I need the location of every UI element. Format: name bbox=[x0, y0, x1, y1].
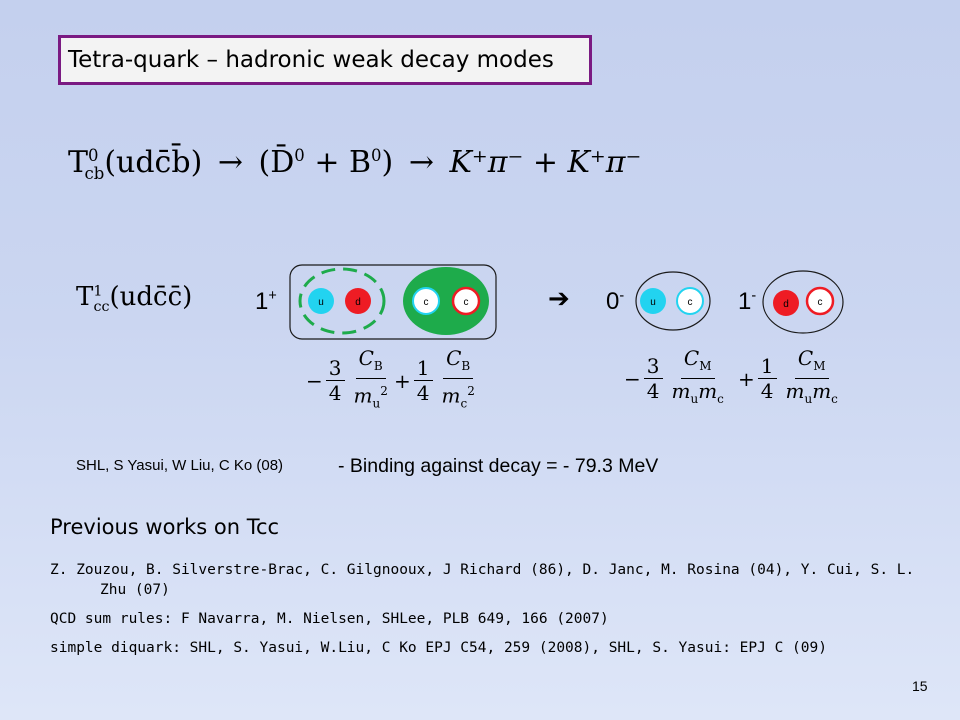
eq-lhs-content: (udc̄b̄) bbox=[104, 145, 203, 180]
formula-4-coef-num: 1 bbox=[757, 354, 777, 379]
quark-u-letter: u bbox=[318, 297, 324, 308]
formula-2-sign: + bbox=[394, 368, 411, 393]
reference-line: SHL, S Yasui, W Liu, C Ko (08) bbox=[76, 457, 284, 474]
formula-2-coef-den: 4 bbox=[416, 381, 430, 406]
meson-0minus-ring bbox=[635, 271, 711, 331]
formula-4-coef-den: 4 bbox=[760, 379, 774, 403]
state-0minus-sup: - bbox=[619, 288, 625, 304]
tcc-label: T1cc(udc̄c̄) bbox=[76, 282, 193, 316]
meson2-c-letter: c bbox=[818, 297, 823, 308]
tcc-sub: cc bbox=[93, 299, 110, 316]
meson1-quark-c bbox=[676, 287, 704, 315]
meson2-quark-c bbox=[805, 286, 835, 316]
meson-1minus-ring bbox=[762, 270, 844, 334]
meson2-d-letter: d bbox=[783, 299, 789, 310]
quark-c2 bbox=[451, 286, 481, 316]
state-1minus-base: 1 bbox=[738, 288, 752, 315]
meson2-quark-d bbox=[773, 290, 799, 316]
state-1plus-base: 1 bbox=[255, 288, 269, 315]
page-number: 15 bbox=[912, 678, 928, 694]
quark-d bbox=[345, 288, 371, 314]
formula-3-coef-den: 4 bbox=[646, 379, 660, 403]
formula-2-coef-num: 1 bbox=[413, 356, 433, 382]
formula-3-coef-num: 3 bbox=[643, 354, 663, 379]
reference-item: simple diquark: SHL, S. Yasui, W.Liu, C … bbox=[50, 640, 827, 656]
meson1-c-letter: c bbox=[688, 297, 693, 308]
decay-arrow-icon: ➔ bbox=[548, 284, 570, 314]
eq-arrow-2: → bbox=[408, 145, 434, 180]
quark-d-letter: d bbox=[355, 297, 361, 308]
tcc-sup: 1 bbox=[93, 283, 103, 300]
reference-item: QCD sum rules: F Navarra, M. Nielsen, SH… bbox=[50, 611, 609, 627]
meson1-u-letter: u bbox=[650, 297, 656, 308]
eq-lhs-sub: cb bbox=[84, 164, 105, 183]
state-1minus-label: 1- bbox=[738, 288, 756, 316]
slide-title: Tetra-quark – hadronic weak decay modes bbox=[58, 35, 592, 85]
slide-title-text: Tetra-quark – hadronic weak decay modes bbox=[68, 47, 554, 73]
eq-arrow-1: → bbox=[217, 145, 243, 180]
state-0minus-label: 0- bbox=[606, 288, 624, 316]
binding-energy: - Binding against decay = - 79.3 MeV bbox=[338, 455, 659, 477]
quark-c1 bbox=[412, 287, 440, 315]
tcc-base: T bbox=[76, 282, 94, 312]
eq-lhs: T bbox=[68, 145, 89, 180]
formula-3-sign: − bbox=[624, 366, 641, 391]
previous-works-heading: Previous works on Tcc bbox=[50, 515, 280, 539]
state-1minus-sup: - bbox=[751, 288, 757, 304]
decay-equation: T0cb(udc̄b̄) → (D̄0 + B0) → K⁺π⁻ + K⁺π⁻ bbox=[68, 145, 642, 183]
eq-final: K⁺π⁻ + K⁺π⁻ bbox=[449, 145, 642, 180]
formula-1-sign: − bbox=[306, 368, 323, 393]
formula-1-coef-num: 3 bbox=[325, 356, 345, 382]
formula-1-coef-den: 4 bbox=[328, 381, 342, 406]
meson1-quark-u bbox=[640, 288, 666, 314]
state-1plus-label: 1+ bbox=[255, 288, 277, 316]
state-1plus-sup: + bbox=[268, 288, 277, 304]
eq-middle-sup: 0 bbox=[294, 146, 305, 165]
quark-c1-letter: c bbox=[424, 297, 429, 308]
eq-middle: (D̄ bbox=[258, 145, 295, 180]
formula-4-sign: + bbox=[738, 366, 755, 391]
quark-u bbox=[308, 288, 334, 314]
tcc-content: (udc̄c̄) bbox=[109, 282, 193, 312]
eq-middle-sup2: 0 bbox=[371, 146, 382, 165]
eq-middle-close: ) bbox=[381, 145, 394, 180]
quark-c2-letter: c bbox=[464, 297, 469, 308]
cc-diquark-blob bbox=[403, 267, 489, 335]
references-list: Z. Zouzou, B. Silverstre-Brac, C. Gilgno… bbox=[50, 560, 930, 667]
eq-lhs-sup: 0 bbox=[88, 146, 99, 165]
tetraquark-box bbox=[289, 264, 497, 340]
state-0minus-base: 0 bbox=[606, 288, 620, 315]
eq-middle-plus: + B bbox=[304, 145, 372, 180]
ud-diquark-dashed-ring bbox=[298, 267, 386, 335]
reference-item: Z. Zouzou, B. Silverstre-Brac, C. Gilgno… bbox=[50, 562, 915, 598]
